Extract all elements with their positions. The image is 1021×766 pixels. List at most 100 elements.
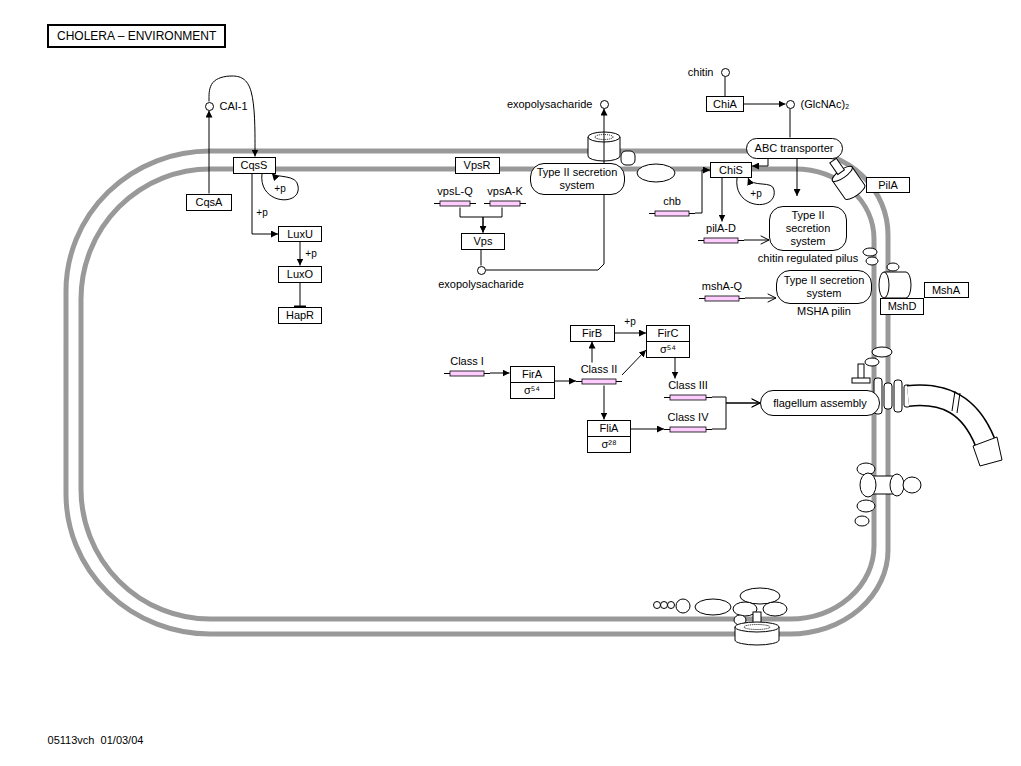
connector bbox=[790, 109, 791, 138]
node-label: exopolysacharide bbox=[507, 98, 593, 111]
flagellum bbox=[957, 393, 960, 413]
gene-bar bbox=[670, 395, 706, 400]
protein-box: ChiS bbox=[710, 162, 752, 178]
membrane-apparatus bbox=[890, 474, 904, 496]
node-label: FliA bbox=[588, 421, 630, 436]
connector bbox=[490, 373, 510, 374]
connector bbox=[460, 208, 483, 233]
node-label: Type II secretion system bbox=[535, 166, 620, 192]
flagellum bbox=[894, 380, 902, 412]
sigma-factor-box: FliAσ²⁸ bbox=[587, 420, 631, 453]
secretion-apparatus bbox=[654, 602, 661, 609]
connector bbox=[592, 342, 593, 363]
node-label: PilA bbox=[878, 179, 898, 192]
secretion-apparatus bbox=[668, 602, 675, 609]
exopolysaccharide-pore bbox=[637, 164, 675, 182]
connector bbox=[744, 240, 769, 241]
node-sublabel: σ⁵⁴ bbox=[647, 341, 689, 357]
protein-box: ChiA bbox=[706, 96, 744, 112]
node-label: FirC bbox=[647, 326, 689, 341]
connector bbox=[300, 283, 301, 307]
node-label: CAI-1 bbox=[220, 100, 248, 113]
edge-label: +p bbox=[623, 316, 636, 328]
gene-bar bbox=[440, 201, 470, 206]
node-sublabel: chitin regulated pilus bbox=[758, 252, 858, 265]
msha-pilus-apparatus bbox=[879, 263, 911, 298]
node-label: Class III bbox=[668, 379, 708, 392]
gene-bar: Class IV bbox=[664, 411, 712, 434]
membrane-apparatus bbox=[855, 516, 869, 526]
node-label: HapR bbox=[286, 309, 314, 322]
node-label: FirA bbox=[511, 367, 554, 382]
protein-box: LuxO bbox=[278, 266, 322, 283]
connector bbox=[483, 208, 502, 233]
node-sublabel: σ⁵⁴ bbox=[511, 382, 554, 398]
gene-bar bbox=[450, 371, 484, 376]
node-label: ChiA bbox=[713, 98, 737, 111]
node-label: ABC transporter bbox=[751, 142, 838, 155]
node-label: Type II secretion system bbox=[774, 209, 842, 248]
node-sublabel: MSHA pilin bbox=[797, 305, 851, 318]
node-sublabel: σ²⁸ bbox=[588, 436, 630, 452]
diagram-title: CHOLERA – ENVIRONMENT bbox=[47, 24, 226, 48]
phosphorylation-loop bbox=[262, 174, 775, 205]
protein-box: LuxU bbox=[278, 226, 322, 242]
node-label: chitin bbox=[688, 66, 714, 79]
gene-bar-shape bbox=[664, 393, 712, 402]
secretion-system: Type II secretion systemMSHA pilin bbox=[776, 270, 872, 304]
flagellum bbox=[852, 378, 870, 383]
flagellum bbox=[872, 347, 892, 357]
outer-membrane bbox=[66, 151, 888, 634]
flagellum bbox=[973, 437, 1002, 466]
gene-bar-shape bbox=[484, 199, 526, 208]
phosphorylation-label: +p bbox=[749, 188, 762, 200]
chitin-pilus-apparatus bbox=[830, 158, 845, 174]
secretion-apparatus bbox=[744, 625, 770, 630]
flagellum bbox=[884, 383, 892, 409]
connector bbox=[555, 381, 577, 382]
protein-box: CqsS bbox=[233, 157, 276, 174]
gene-bar: vpsL-Q bbox=[434, 185, 476, 208]
node-label: Type II secretion system bbox=[781, 274, 867, 300]
secretion-apparatus bbox=[654, 588, 788, 645]
gene-bar bbox=[490, 201, 520, 206]
node-label: LuxO bbox=[287, 268, 313, 281]
compound-circle: exopolysacharide bbox=[477, 266, 486, 275]
gene-bar bbox=[704, 238, 738, 243]
connector bbox=[604, 386, 605, 420]
gene-bar-shape bbox=[699, 294, 745, 303]
signal-molecule: CAI-1 bbox=[205, 102, 214, 111]
connector bbox=[722, 178, 723, 222]
exopolysaccharide-pore bbox=[621, 151, 635, 165]
connector bbox=[481, 250, 482, 266]
connector bbox=[300, 242, 301, 266]
msha-pilus-apparatus bbox=[879, 272, 889, 298]
uptake-arrow bbox=[797, 159, 798, 196]
membrane-apparatus bbox=[860, 473, 876, 497]
connector bbox=[712, 397, 760, 403]
map-id-label: 05113vch bbox=[47, 734, 96, 746]
protein-box: HapR bbox=[278, 307, 322, 324]
secretion-apparatus bbox=[763, 602, 787, 616]
protein-box: Vps bbox=[461, 233, 505, 250]
protein-box: CqsA bbox=[186, 194, 232, 211]
flagellum bbox=[865, 358, 879, 366]
compound-circle: exopolysacharide bbox=[600, 100, 609, 109]
connector bbox=[745, 298, 776, 299]
connector bbox=[712, 403, 760, 429]
secretion-system: Type II secretion systemchitin regulated… bbox=[769, 206, 847, 251]
gene-bar: Class I bbox=[444, 355, 490, 378]
connector bbox=[209, 111, 210, 194]
flagellum bbox=[908, 395, 985, 442]
node-label: vpsA-K bbox=[487, 185, 522, 198]
node-label: Class I bbox=[450, 355, 484, 368]
membrane-apparatus bbox=[903, 477, 921, 493]
node-label: Class II bbox=[581, 363, 618, 376]
chitin-pilus-apparatus bbox=[823, 154, 867, 202]
secretion-apparatus bbox=[676, 599, 690, 613]
gene-bar-shape bbox=[649, 209, 695, 218]
transporter-box: ABC transporter bbox=[746, 138, 843, 159]
node-label: FirB bbox=[582, 327, 602, 340]
connector bbox=[725, 77, 726, 97]
connector bbox=[209, 76, 255, 157]
